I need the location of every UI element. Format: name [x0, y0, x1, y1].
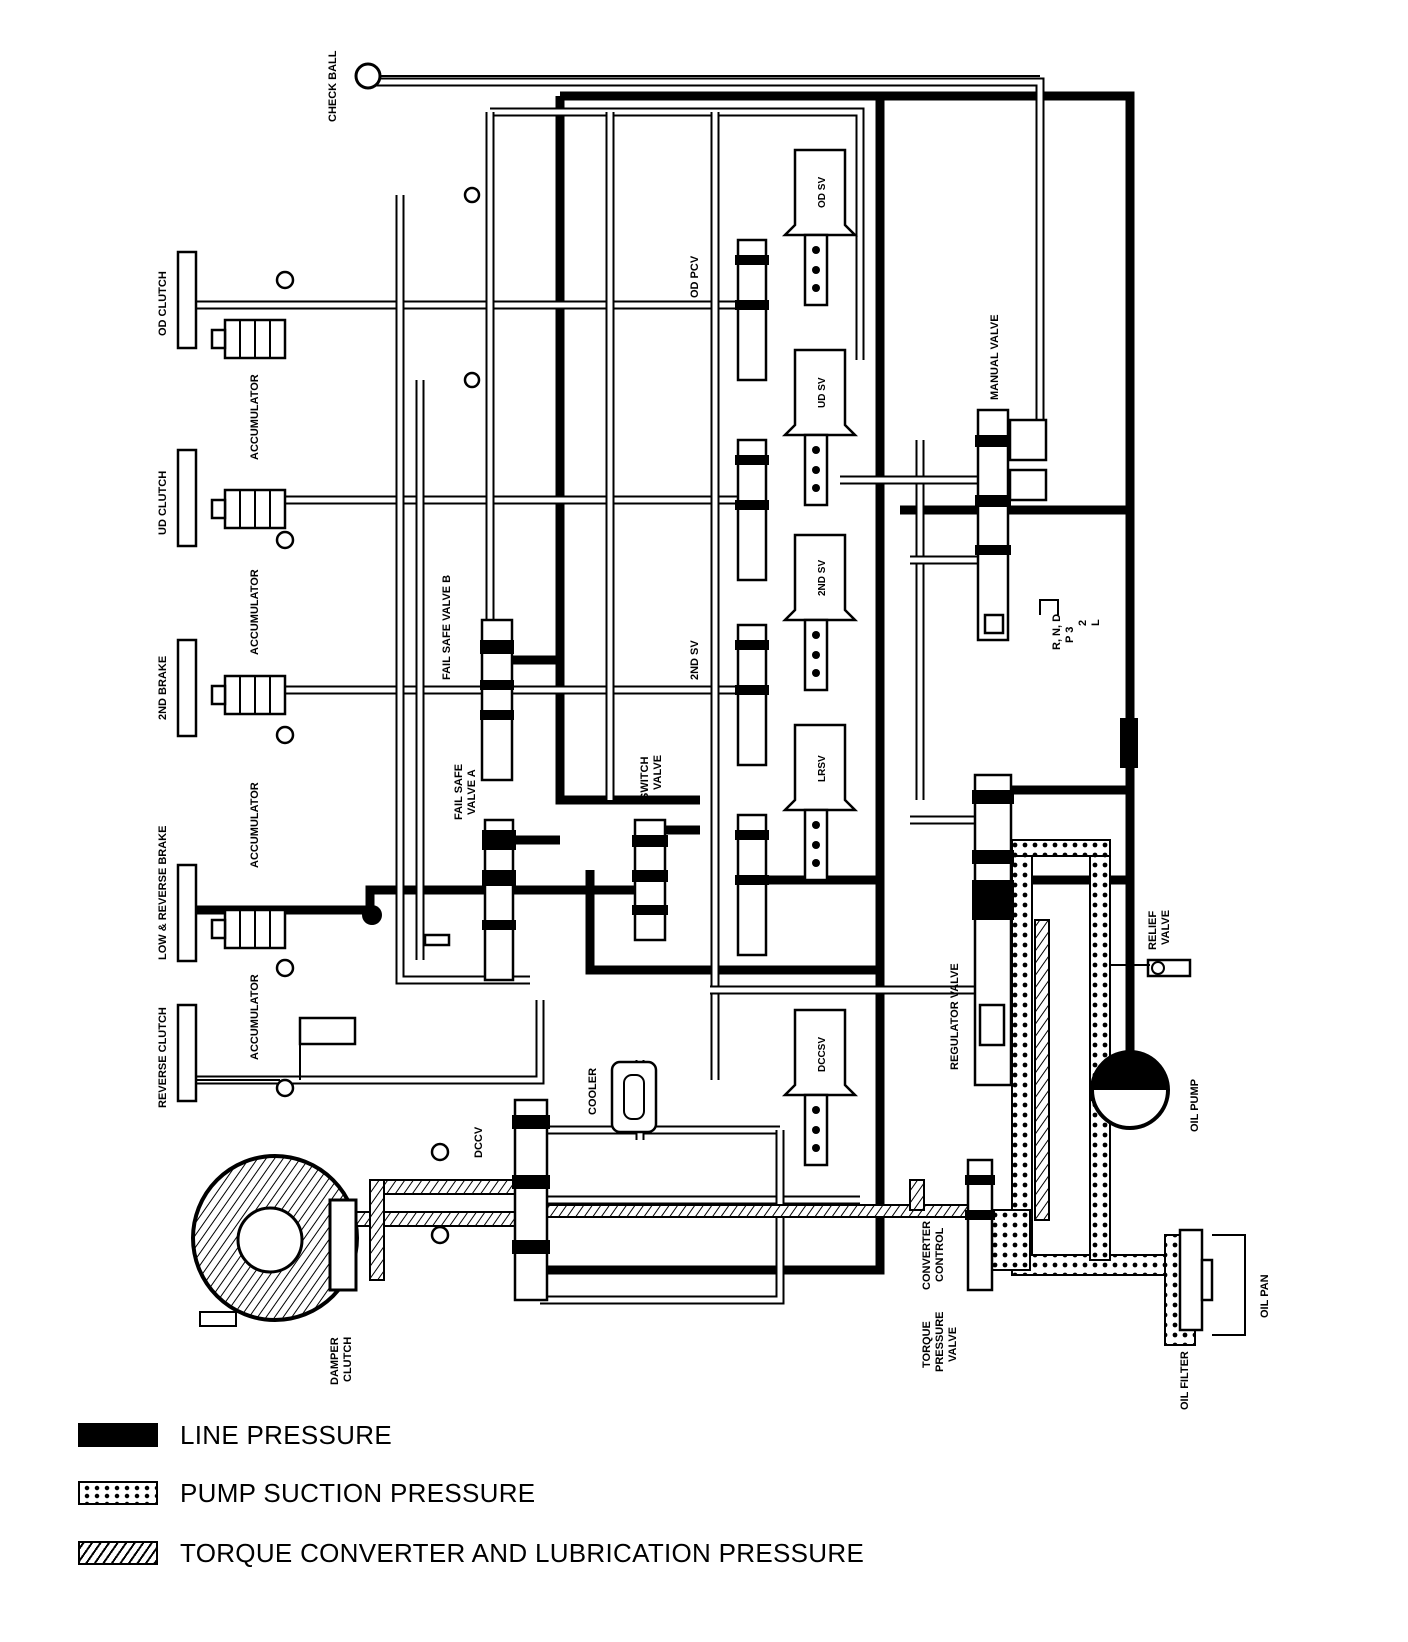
line-pressure-label: LINE PRESSURE	[180, 1419, 392, 1450]
reverse-clutch-label: REVERSE CLUTCH	[157, 1007, 169, 1108]
accumulator-od	[210, 318, 287, 360]
pump-suction-swatch	[78, 1481, 158, 1505]
torque-pressure-label-3: VALVE	[947, 1327, 959, 1362]
accumulator-label-1: ACCUMULATOR	[249, 374, 261, 460]
clutch-plates	[176, 250, 198, 1103]
accumulators	[210, 318, 357, 1046]
second-sv-side-label: 2ND SV	[689, 640, 701, 680]
cooler	[610, 1060, 658, 1134]
ud-sv-label: UD SV	[817, 377, 828, 408]
oil-filter-label: OIL FILTER	[1179, 1351, 1191, 1410]
dccsv-label: DCCSV	[817, 1037, 828, 1072]
legend: LINE PRESSURE PUMP SUCTION PRESSURE TORQ…	[78, 1420, 978, 1620]
switch-valve-label-1: SWITCH	[639, 757, 651, 800]
second-sv-label: 2ND SV	[817, 560, 828, 596]
manual-valve-label: MANUAL VALVE	[989, 314, 1001, 400]
ud-clutch-label: UD CLUTCH	[157, 471, 169, 535]
damper-clutch-label-2: CLUTCH	[342, 1337, 354, 1382]
pump-suction-label: PUMP SUCTION PRESSURE	[180, 1477, 536, 1508]
fail-safe-a-label-1: FAIL SAFE	[453, 764, 465, 820]
accumulator-label-4: ACCUMULATOR	[249, 974, 261, 1060]
accumulator-label-2: ACCUMULATOR	[249, 569, 261, 655]
damper-clutch	[191, 1154, 359, 1327]
legend-torque-converter: TORQUE CONVERTER AND LUBRICATION PRESSUR…	[78, 1538, 864, 1568]
ud-clutch-plate	[176, 448, 198, 548]
cooler-label: COOLER	[587, 1068, 599, 1115]
low-reverse-brake-label: LOW & REVERSE BRAKE	[157, 826, 169, 960]
od-clutch-label: OD CLUTCH	[157, 271, 169, 336]
oil-pump-label: OIL PUMP	[1189, 1079, 1201, 1132]
relief-valve-label-1: RELIEF	[1147, 911, 1159, 950]
od-pcv-label: OD PCV	[689, 255, 701, 298]
relief-valve-label-2: VALVE	[1160, 910, 1172, 945]
oil-pan-label: OIL PAN	[1259, 1274, 1271, 1318]
accumulator-reverse	[298, 1016, 357, 1046]
shift-position-line1: R, N, D	[1051, 614, 1063, 650]
fail-safe-b-label: FAIL SAFE VALVE B	[441, 575, 453, 680]
torque-pressure-valve	[965, 1158, 995, 1292]
check-balls	[275, 62, 481, 1245]
shift-position-line3: 2	[1077, 620, 1089, 626]
oil-filter	[1178, 1228, 1246, 1336]
lrsv	[781, 723, 859, 882]
damper-clutch-label-1: DAMPER	[329, 1337, 341, 1385]
legend-line-pressure: LINE PRESSURE	[78, 1420, 392, 1450]
lrsv-label: LRSV	[817, 755, 828, 782]
dccv-label: DCCV	[473, 1126, 485, 1158]
legend-pump-suction: PUMP SUCTION PRESSURE	[78, 1478, 535, 1508]
od-clutch-plate	[176, 250, 198, 350]
fail-safe-valves	[423, 618, 516, 982]
accumulator-2nd	[210, 674, 287, 716]
accumulator-label-3: ACCUMULATOR	[249, 782, 261, 868]
solenoid-valves	[735, 148, 859, 1167]
second-sv	[781, 533, 859, 692]
line-pressure-swatch	[78, 1423, 158, 1447]
relief-valve	[1146, 958, 1192, 978]
dccv	[512, 1098, 550, 1302]
switch-valve-label-2: VALVE	[652, 755, 664, 790]
switch-valve	[632, 818, 668, 942]
reverse-clutch-plate	[176, 1003, 198, 1103]
second-brake-plate	[176, 638, 198, 738]
shift-position-line2: P 3	[1064, 627, 1076, 643]
converter-control-label-2: CONTROL	[934, 1227, 946, 1282]
torque-converter-swatch	[78, 1541, 158, 1565]
check-ball-top	[354, 62, 382, 90]
check-ball-label: CHECK BALL	[327, 50, 339, 122]
torque-converter-label: TORQUE CONVERTER AND LUBRICATION PRESSUR…	[180, 1537, 865, 1568]
regulator-valve-label: REGULATOR VALVE	[949, 963, 961, 1070]
line-pressure-circuit	[195, 91, 1138, 1275]
oil-pump	[1090, 1050, 1170, 1130]
converter-control-label-1: CONVERTER	[921, 1221, 933, 1290]
od-sv-label: OD SV	[817, 177, 828, 208]
dccsv	[781, 1008, 859, 1167]
accumulator-ud	[210, 488, 287, 530]
passage-network	[195, 77, 1045, 1305]
torque-pressure-label-2: PRESSURE	[934, 1311, 946, 1372]
manual-valve	[975, 408, 1059, 642]
regulator-valve	[972, 773, 1014, 1087]
low-reverse-brake-plate	[176, 863, 198, 963]
accumulator-lr	[210, 908, 287, 950]
fail-safe-a-label-2: VALVE A	[466, 769, 478, 815]
od-sv	[781, 148, 859, 307]
labels: CHECK BALL OD CLUTCH UD CLUTCH 2ND BRAKE…	[157, 50, 1271, 1410]
ud-sv	[781, 348, 859, 507]
thin-lines	[195, 75, 1150, 1081]
torque-pressure-label-1: TORQUE	[921, 1321, 933, 1368]
second-brake-label: 2ND BRAKE	[157, 656, 169, 720]
shift-position-line4: L	[1090, 619, 1102, 626]
